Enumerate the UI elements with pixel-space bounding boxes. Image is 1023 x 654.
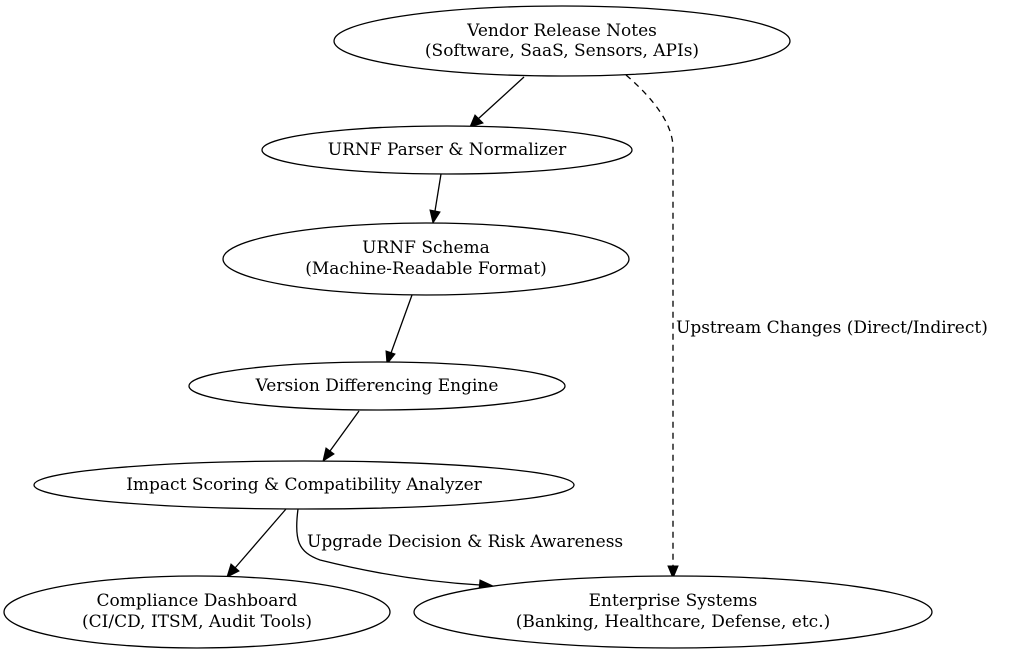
node-vendor-release-notes-title: Vendor Release Notes [466,21,657,41]
node-compliance-dashboard-title: Compliance Dashboard [97,591,298,611]
node-compliance-dashboard-subtitle: (CI/CD, ITSM, Audit Tools) [82,612,312,632]
node-vendor-release-notes-subtitle: (Software, SaaS, Sensors, APIs) [425,41,699,61]
node-enterprise-systems-title: Enterprise Systems [589,591,758,611]
node-impact-analyzer: Impact Scoring & Compatibility Analyzer [33,460,575,510]
node-compliance-dashboard: Compliance Dashboard (CI/CD, ITSM, Audit… [3,575,391,649]
node-urnf-schema: URNF Schema (Machine-Readable Format) [222,222,630,296]
node-urnf-schema-title: URNF Schema [362,238,490,258]
edge-label-upstream-changes: Upstream Changes (Direct/Indirect) [676,318,988,338]
node-urnf-parser-title: URNF Parser & Normalizer [328,140,567,160]
node-enterprise-systems-subtitle: (Banking, Healthcare, Defense, etc.) [516,612,831,632]
node-vendor-release-notes: Vendor Release Notes (Software, SaaS, Se… [333,5,791,77]
edge-schema-to-diff [385,294,413,366]
node-urnf-schema-subtitle: (Machine-Readable Format) [305,259,547,279]
edge-vendor-to-parser [469,76,525,128]
edge-parser-to-schema [429,173,442,225]
edge-impact-to-compliance [226,508,287,578]
node-version-differencing-engine-title: Version Differencing Engine [255,376,499,396]
node-impact-analyzer-title: Impact Scoring & Compatibility Analyzer [126,475,482,495]
node-urnf-parser: URNF Parser & Normalizer [261,125,633,175]
edge-vendor-to-enterprise [625,74,679,580]
edge-diff-to-impact [322,410,360,463]
node-enterprise-systems: Enterprise Systems (Banking, Healthcare,… [413,575,933,649]
edge-label-upgrade-decision: Upgrade Decision & Risk Awareness [307,532,623,552]
node-version-differencing-engine: Version Differencing Engine [188,361,566,411]
